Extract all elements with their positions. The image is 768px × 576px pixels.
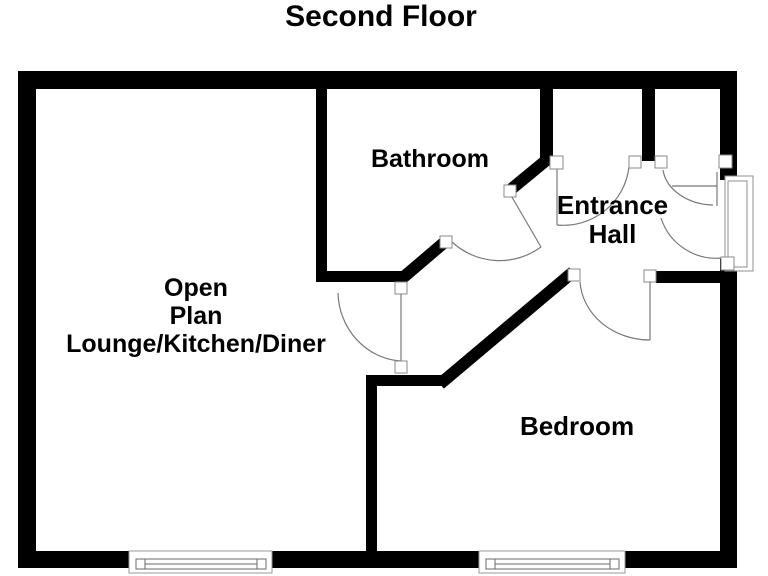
wall-bottom: [18, 551, 737, 568]
jamb-cap: [718, 154, 733, 169]
window-bedroom: [478, 550, 626, 574]
hall-wall-stub-left: [540, 89, 553, 161]
bedroom-door-arc: [579, 281, 651, 341]
room-label-entrance-hall: Entrance Hall: [510, 191, 715, 249]
room-label-line: Bedroom: [519, 411, 635, 441]
room-label-bathroom: Bathroom: [330, 146, 530, 173]
room-label-open-plan: Open Plan Lounge/Kitchen/Diner: [26, 274, 366, 358]
interior-walls: [316, 89, 737, 568]
bedroom-door: [579, 281, 651, 341]
window-mullion: [256, 558, 267, 570]
cupboard-door-arc: [662, 169, 714, 206]
hall-door-arc: [556, 166, 630, 226]
jamb-cap: [654, 155, 668, 169]
openplan-door-sill-wall: [366, 375, 442, 386]
jamb-cap: [720, 256, 735, 271]
window-mullion: [135, 558, 146, 570]
front-door-swing-arc: [660, 217, 723, 259]
windows: [128, 550, 626, 574]
hall-bottom-wall: [656, 271, 737, 283]
jamb-cap: [503, 184, 517, 198]
window-lounge: [128, 550, 273, 574]
bathroom-door: [451, 191, 542, 262]
jamb-cap: [567, 268, 581, 282]
bathroom-door-arc: [451, 241, 542, 262]
window-mullion: [609, 558, 620, 570]
wall-top: [18, 71, 737, 89]
hall-door: [556, 166, 630, 226]
wall-left: [18, 71, 36, 568]
cupboard-door: [662, 169, 718, 206]
bathroom-diagonal-lower: [395, 236, 450, 286]
jamb-cap: [394, 281, 408, 295]
front-door-panel: [727, 180, 748, 268]
jamb-cap: [643, 269, 657, 283]
jamb-cap: [439, 235, 453, 249]
jamb-cap: [628, 155, 642, 169]
room-label-line: Entrance: [556, 190, 669, 220]
window-mullion: [485, 558, 496, 570]
bedroom-divider-wall: [366, 375, 377, 568]
jamb-cap: [394, 360, 408, 374]
room-label-line: Lounge/Kitchen/Diner: [66, 330, 326, 358]
bathroom-left-wall: [316, 89, 327, 282]
room-label-line: Open: [164, 274, 228, 302]
door-jamb-caps: [394, 154, 735, 374]
room-label-line: Hall: [588, 219, 637, 249]
door-swings: [337, 166, 718, 362]
floor-title: Second Floor: [285, 0, 477, 33]
front-door: [660, 175, 754, 272]
bathroom-door-leaf: [508, 191, 542, 248]
room-label-bedroom: Bedroom: [477, 412, 677, 440]
room-label-line: Bathroom: [370, 145, 490, 173]
open-plan-door-arc: [337, 292, 402, 362]
bedroom-diagonal-wall: [436, 267, 577, 389]
bathroom-bottom-wall: [316, 271, 404, 282]
room-label-line: Plan: [169, 302, 223, 330]
jamb-cap: [549, 155, 564, 170]
open-plan-door: [337, 292, 402, 362]
hall-wall-stub-right: [642, 89, 655, 161]
wall-right: [720, 71, 737, 568]
